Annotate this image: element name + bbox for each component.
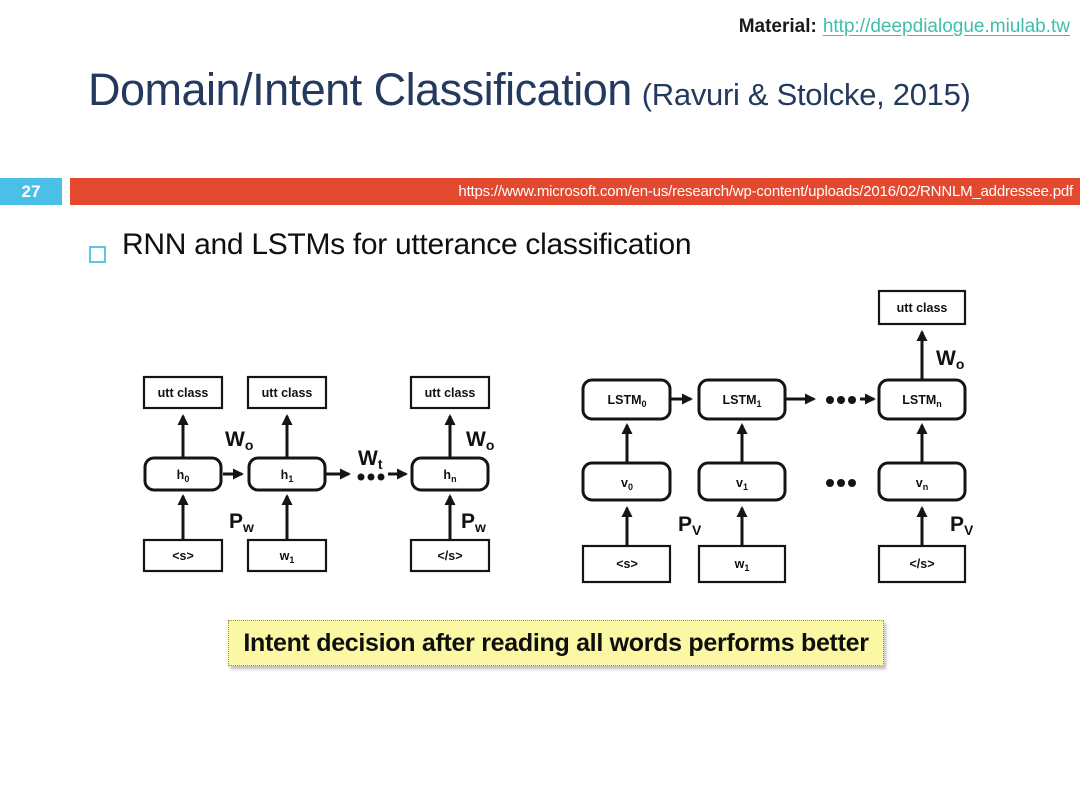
- rnn-weight-pw-label: Pw: [461, 510, 486, 535]
- bullet-text: RNN and LSTMs for utterance classificati…: [122, 228, 692, 261]
- word-vector-box: [877, 461, 967, 502]
- rnn-diagram: utt class utt class utt class h0 h1 hn <…: [142, 375, 494, 573]
- lstm-cell-box: [581, 378, 672, 421]
- lstm-input-label: </s>: [909, 557, 934, 571]
- rnn-lstm-diagram: utt class utt class utt class h0 h1 hn <…: [142, 289, 974, 584]
- rnn-utt-class-box: [409, 375, 491, 410]
- rnn-weight-pw-label: Pw: [229, 510, 254, 535]
- rnn-ellipsis-icon: [357, 473, 385, 481]
- rnn-utt-class-label: utt class: [262, 386, 313, 400]
- word-vector-label: vn: [916, 476, 928, 492]
- page-number-badge: 27: [0, 178, 62, 205]
- callout-text: Intent decision after reading all words …: [243, 629, 869, 657]
- word-vector-label: v0: [621, 476, 633, 492]
- rnn-hidden-box: [410, 456, 490, 492]
- word-vector-box: [581, 461, 672, 502]
- rnn-input-box: [246, 538, 328, 573]
- lstm-cell-box: [697, 378, 787, 421]
- rnn-hidden-box: [247, 456, 327, 492]
- rnn-hidden-label: h1: [281, 468, 294, 484]
- lstm-input-label: <s>: [616, 557, 638, 571]
- rnn-input-label: </s>: [437, 549, 462, 563]
- lstm-arrows: [621, 330, 928, 545]
- material-link[interactable]: http://deepdialogue.miulab.tw: [822, 16, 1070, 37]
- page-title: Domain/Intent Classification (Ravuri & St…: [88, 62, 1028, 117]
- rnn-arrows: [177, 414, 456, 539]
- rnn-input-box: [142, 538, 224, 573]
- rnn-weight-wt-label: Wt: [358, 447, 383, 472]
- lstm-utt-class-box: [877, 289, 967, 326]
- bullet-square-icon: [89, 246, 106, 263]
- rnn-hidden-box: [143, 456, 223, 492]
- page-title-main: Domain/Intent Classification: [88, 64, 632, 115]
- lstm-diagram: utt class LSTM0 LSTM1 LSTMn v0 v1 vn <s>…: [581, 289, 974, 584]
- word-vector-box: [697, 461, 787, 502]
- lstm-weight-pv-label: PV: [950, 513, 974, 538]
- source-url-bar: https://www.microsoft.com/en-us/research…: [70, 178, 1080, 205]
- rnn-utt-class-label: utt class: [425, 386, 476, 400]
- rnn-utt-class-box: [246, 375, 328, 410]
- rnn-input-label: w1: [279, 549, 295, 565]
- material-label: Material:: [738, 16, 817, 37]
- lstm-input-box: [581, 544, 672, 584]
- lstm-cell-label: LSTM1: [722, 393, 761, 409]
- rnn-utt-class-box: [142, 375, 224, 410]
- rnn-weight-wo-label: Wo: [225, 428, 253, 453]
- lstm-ellipsis-icon: [826, 396, 856, 404]
- lstm-cell-label: LSTMn: [902, 393, 942, 409]
- rnn-utt-class-label: utt class: [158, 386, 209, 400]
- word-vector-label: v1: [736, 476, 748, 492]
- lstm-input-label: w1: [734, 557, 750, 573]
- rnn-hidden-label: hn: [443, 468, 456, 484]
- callout-box: Intent decision after reading all words …: [228, 620, 884, 666]
- lstm-input-box: [697, 544, 787, 584]
- lstm-weight-pv-label: PV: [678, 513, 702, 538]
- rnn-hidden-label: h0: [177, 468, 190, 484]
- source-banner: 27 https://www.microsoft.com/en-us/resea…: [0, 178, 1080, 205]
- material-credit: Material:http://deepdialogue.miulab.tw: [739, 16, 1070, 38]
- rnn-input-label: <s>: [172, 549, 194, 563]
- page-title-citation: (Ravuri & Stolcke, 2015): [641, 77, 971, 112]
- rnn-input-box: [409, 538, 491, 573]
- lstm-input-box: [877, 544, 967, 584]
- lstm-weight-wo-label: Wo: [936, 347, 964, 372]
- source-url-text: https://www.microsoft.com/en-us/research…: [458, 183, 1073, 200]
- vector-ellipsis-icon: [826, 479, 856, 487]
- lstm-cell-label: LSTM0: [607, 393, 646, 409]
- rnn-weight-wo-label: Wo: [466, 428, 494, 453]
- lstm-utt-class-label: utt class: [897, 301, 948, 315]
- lstm-cell-box: [877, 378, 967, 421]
